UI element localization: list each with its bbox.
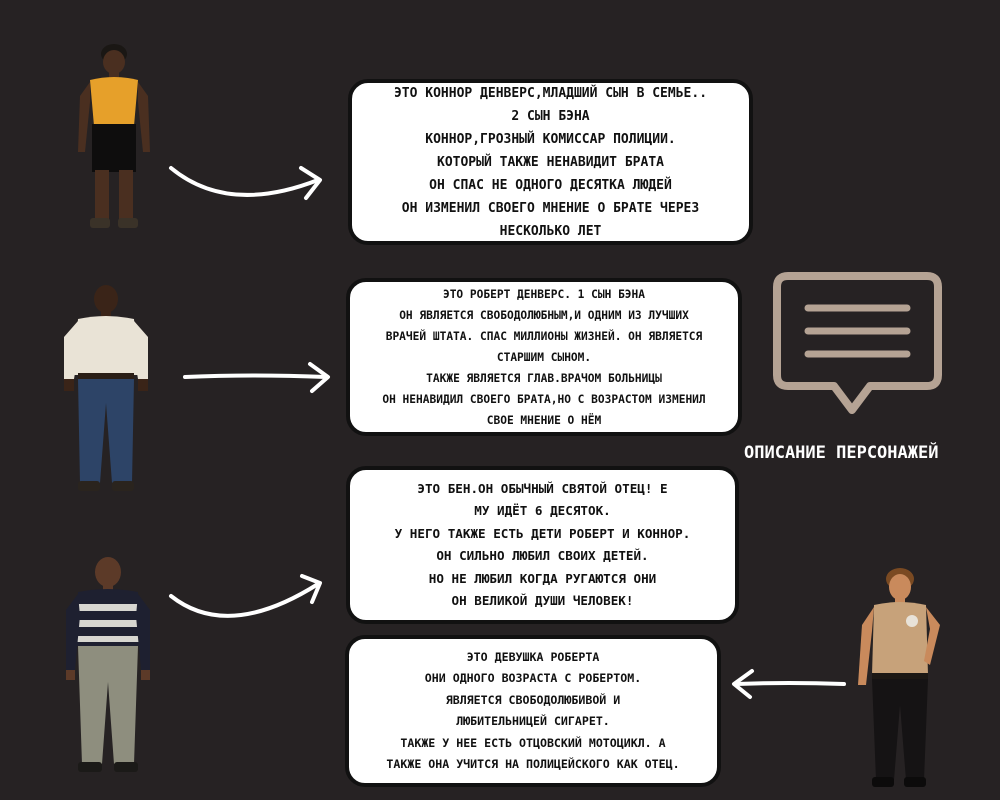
curved-arrow-icon <box>169 166 322 200</box>
card-line: ЭТО БЕН.ОН ОБЫЧНЫЙ СВЯТОЙ ОТЕЦ! Е <box>417 480 668 496</box>
card-line: ОН ВЕЛИКОЙ ДУШИ ЧЕЛОВЕК! <box>451 593 634 608</box>
card-line: ЛЮБИТЕЛЬНИЦЕЙ СИГАРЕТ. <box>456 714 610 728</box>
character-ben-figure <box>66 557 150 772</box>
card-line: НО НЕ ЛЮБИЛ КОГДА РУГАЮТСЯ ОНИ <box>428 570 657 586</box>
description-card-ben: ЭТО БЕН.ОН ОБЫЧНЫЙ СВЯТОЙ ОТЕЦ! Е МУ ИДЁ… <box>346 466 739 624</box>
page-heading: ОПИСАНИЕ ПЕРСОНАЖЕЙ <box>744 443 939 463</box>
card-line: ОН СИЛЬНО ЛЮБИЛ СВОИХ ДЕТЕЙ. <box>436 548 649 563</box>
card-line: ВРАЧЕЙ ШТАТА. СПАС МИЛЛИОНЫ ЖИЗНЕЙ. ОН Я… <box>385 329 703 343</box>
card-line: ОН ЯВЛЯЕТСЯ СВОБОДОЛЮБНЫМ,И ОДНИМ ИЗ ЛУЧ… <box>399 308 689 322</box>
card-line: ЭТО ДЕВУШКА РОБЕРТА <box>466 649 600 664</box>
card-line: ОНИ ОДНОГО ВОЗРАСТА С РОБЕРТОМ. <box>424 671 642 685</box>
card-line: ЭТО КОННОР ДЕНВЕРС,МЛАДШИЙ СЫН В СЕМЬЕ.. <box>393 85 708 101</box>
card-line: ТАКЖЕ ОНА УЧИТСЯ НА ПОЛИЦЕЙСКОГО КАК ОТЕ… <box>386 757 680 771</box>
card-line: У НЕГО ТАКЖЕ ЕСТЬ ДЕТИ РОБЕРТ И КОННОР. <box>394 525 691 541</box>
card-line: КОТОРЫЙ ТАКЖЕ НЕНАВИДИТ БРАТА <box>437 154 664 170</box>
card-line: МУ ИДЁТ 6 ДЕСЯТОК. <box>474 503 611 518</box>
description-card-connor: ЭТО КОННОР ДЕНВЕРС,МЛАДШИЙ СЫН В СЕМЬЕ..… <box>348 79 753 245</box>
card-line: ТАКЖЕ У НЕЕ ЕСТЬ ОТЦОВСКИЙ МОТОЦИКЛ. А <box>400 735 666 750</box>
card-line: НЕСКОЛЬКО ЛЕТ <box>499 223 602 239</box>
card-line: ЯВЛЯЕТСЯ СВОБОДОЛЮБИВОЙ И <box>445 692 621 707</box>
chat-bubble-icon <box>773 272 942 414</box>
card-line: ЭТО РОБЕРТ ДЕНВЕРС. 1 СЫН БЭНА <box>442 287 646 301</box>
straight-arrow-icon <box>183 362 330 393</box>
description-card-robert: ЭТО РОБЕРТ ДЕНВЕРС. 1 СЫН БЭНА ОН ЯВЛЯЕТ… <box>346 278 742 436</box>
card-line: 2 СЫН БЭНА <box>511 108 590 124</box>
card-line: ОН СПАС НЕ ОДНОГО ДЕСЯТКА ЛЮДЕЙ <box>429 177 672 193</box>
description-card-girlfriend: ЭТО ДЕВУШКА РОБЕРТА ОНИ ОДНОГО ВОЗРАСТА … <box>345 635 721 787</box>
card-line: ОН ИЗМЕНИЛ СВОЕГО МНЕНИЕ О БРАТЕ ЧЕРЕЗ <box>401 200 700 216</box>
curved-arrow-icon <box>169 574 322 618</box>
card-line: ОН НЕНАВИДИЛ СВОЕГО БРАТА,НО С ВОЗРАСТОМ… <box>382 392 706 406</box>
character-connor-figure <box>78 44 150 228</box>
character-robert-figure <box>64 285 148 491</box>
card-line: ТАКЖЕ ЯВЛЯЕТСЯ ГЛАВ.ВРАЧОМ БОЛЬНИЦЫ <box>426 371 662 385</box>
card-line: СВОЕ МНЕНИЕ О НЁМ <box>486 413 602 427</box>
card-line: СТАРШИМ СЫНОМ. <box>496 350 592 364</box>
card-line: КОННОР,ГРОЗНЫЙ КОМИССАР ПОЛИЦИИ. <box>425 131 676 147</box>
character-girlfriend-figure <box>858 568 940 787</box>
left-arrow-icon <box>732 669 846 699</box>
